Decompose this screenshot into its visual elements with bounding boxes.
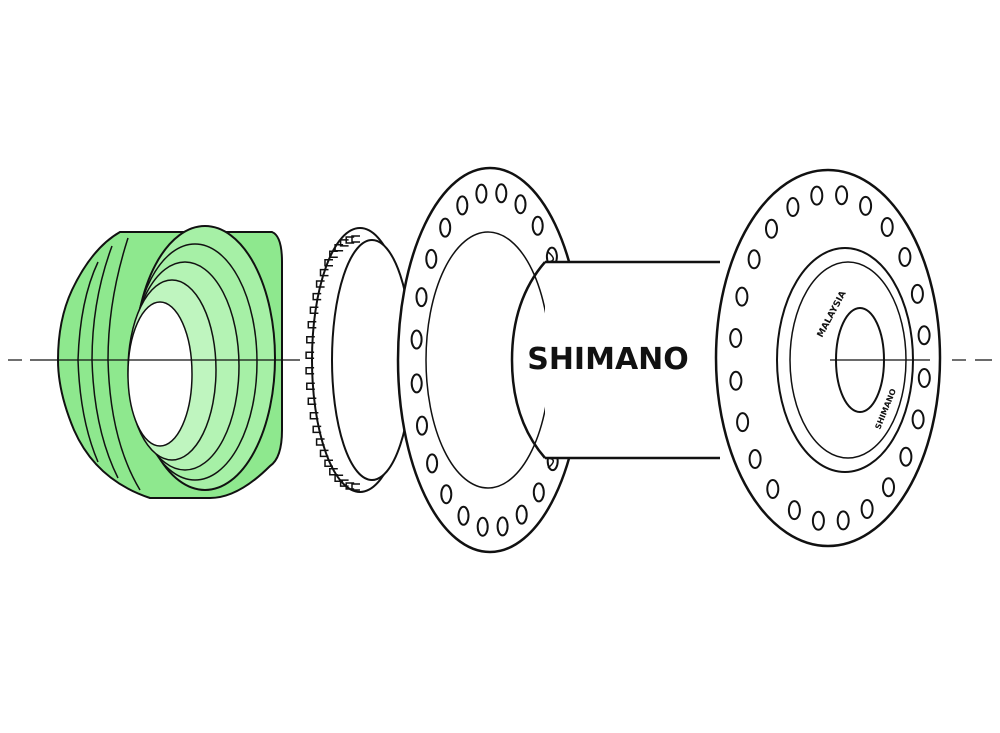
hub-barrel [510,251,720,469]
spoke-hole [456,195,469,216]
spoke-hole [880,217,894,237]
spoke-hole [729,328,743,348]
spline-tooth [307,320,317,329]
spoke-hole [748,449,762,469]
spoke-hole [457,505,470,526]
spline-tooth [329,250,338,259]
spoke-hole [910,283,924,304]
spline-tooth [345,482,355,490]
spoke-hole [440,484,453,505]
spoke-hole [410,329,423,350]
spoke-hole [882,477,895,498]
centerlock-spline [305,227,413,493]
spline-tooth [309,412,319,420]
spoke-hole [786,197,800,217]
spoke-hole [810,185,824,206]
spoke-hole [765,218,778,239]
spline-tooth [334,474,344,483]
spoke-hole [911,409,925,430]
spoke-hole [514,194,527,215]
spoke-hole [811,510,825,531]
spoke-hole [531,215,544,236]
spoke-hole [495,183,508,204]
spoke-hole [410,373,423,394]
spoke-hole [736,412,750,433]
spoke-hole [439,217,452,238]
spoke-hole [917,325,931,346]
spoke-hole [496,516,509,537]
spline-tooth [312,425,322,434]
highlighted-lock-cup [56,225,283,499]
spline-tooth [305,351,315,359]
spoke-hole [899,446,913,467]
spline-tooth [319,268,329,277]
spoke-hole [766,479,780,499]
spline-tooth [306,336,315,344]
spline-tooth [334,243,344,252]
spoke-hole [425,248,438,269]
spline-tooth [339,239,349,247]
spoke-hole [747,249,761,270]
spoke-hole [787,500,801,521]
spline-tooth [315,438,325,446]
brand-logo-text: SHIMANO [527,342,689,377]
spline-tooth [319,449,329,458]
spline-tooth [324,258,333,267]
spoke-hole [835,185,849,206]
spline-tooth [329,467,338,476]
spline-tooth [307,397,317,406]
right-flange [714,168,942,548]
spoke-hole [515,504,528,525]
spoke-hole [859,195,873,216]
spoke-hole [476,516,489,537]
spoke-hole [898,247,912,267]
spline-tooth [351,483,360,491]
spline-tooth [306,382,315,390]
spline-tooth [339,479,349,487]
spoke-hole [532,482,545,503]
spline-tooth [309,306,319,314]
spoke-hole [836,510,850,531]
spline-tooth [305,367,315,375]
spoke-hole [475,183,488,204]
spoke-hole [729,370,743,391]
spline-tooth [315,280,325,288]
spline-tooth [351,235,360,243]
spoke-hole [415,287,428,308]
spoke-hole [426,453,439,474]
spoke-hole [860,499,874,519]
spoke-hole [416,415,428,436]
spoke-hole [735,286,749,307]
spoke-hole [917,368,931,388]
spline-tooth [324,459,333,468]
spline-tooth [312,292,322,301]
